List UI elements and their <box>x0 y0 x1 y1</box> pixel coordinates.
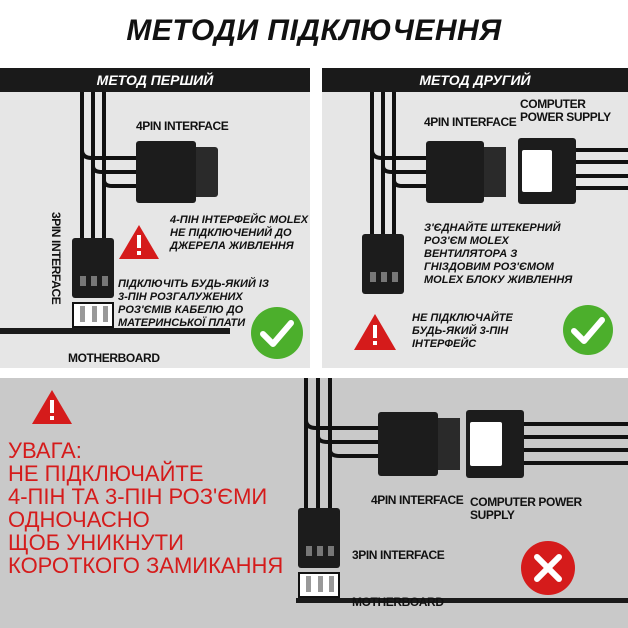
warning-line: УВАГА: <box>8 438 82 463</box>
warning-molex-tip <box>438 418 460 470</box>
method-two-connect-note: З'ЄДНАЙТЕ ШТЕКЕРНИЙ РОЗ'ЄМ MOLEX ВЕНТИЛЯ… <box>424 222 572 287</box>
warning-triangle-icon <box>354 314 396 350</box>
note-line: ПІДКЛЮЧІТЬ БУДЬ-ЯКИЙ ІЗ <box>118 278 269 290</box>
warning-motherboard-board <box>296 598 628 603</box>
warning-motherboard-pins <box>306 576 334 592</box>
note-line: З'ЄДНАЙТЕ ШТЕКЕРНИЙ <box>424 222 561 234</box>
note-line: НЕ ПІДКЛЮЧЕНИЙ ДО <box>170 227 292 239</box>
psu-label-line: COMPUTER <box>520 97 586 111</box>
method-one-motherboard-pins <box>80 306 108 322</box>
method-two-psu-label: COMPUTER POWER SUPPLY <box>520 98 611 124</box>
note-line: ІНТЕРФЕЙС <box>412 338 477 350</box>
warning-line: ЩОБ УНИКНУТИ <box>8 530 184 555</box>
warning-motherboard-label: MOTHERBOARD <box>352 595 444 609</box>
method-two-header: МЕТОД ДРУГИЙ <box>322 68 628 92</box>
method-one-motherboard-board <box>0 328 230 334</box>
method-one-molex-connector <box>136 141 196 203</box>
method-one-3pin-pins <box>80 276 108 286</box>
warning-psu-label: COMPUTER POWER SUPPLY <box>470 495 582 522</box>
warning-3pin-label: 3PIN INTERFACE <box>352 548 445 562</box>
method-one-molex-note: 4-ПІН ІНТЕРФЕЙС MOLEX НЕ ПІДКЛЮЧЕНИЙ ДО … <box>170 214 308 253</box>
note-line: РОЗ'ЄМІВ КАБЕЛЮ ДО <box>118 304 244 316</box>
warning-triangle-icon <box>32 390 72 424</box>
note-line: РОЗ'ЄМ MOLEX <box>424 235 509 247</box>
method-two-3pin-connector <box>362 234 404 294</box>
check-circle-icon <box>563 305 613 355</box>
method-one-motherboard-label: MOTHERBOARD <box>68 351 160 365</box>
note-line: МАТЕРИНСЬКОЇ ПЛАТИ <box>118 317 246 329</box>
warning-line: КОРОТКОГО ЗАМИКАННЯ <box>8 553 284 578</box>
method-two-molex-tip <box>484 147 506 197</box>
psu-label-line: POWER SUPPLY <box>520 110 611 124</box>
cross-circle-icon <box>521 541 575 595</box>
method-two-4pin-label: 4PIN INTERFACE <box>424 115 517 129</box>
method-one-3pin-connector <box>72 238 114 298</box>
warning-4pin-label: 4PIN INTERFACE <box>371 493 464 507</box>
note-line: НЕ ПІДКЛЮЧАЙТЕ <box>412 312 513 324</box>
method-two-psu-socket <box>522 150 552 192</box>
method-two-molex-connector <box>426 141 484 203</box>
note-line: ДЖЕРЕЛА ЖИВЛЕННЯ <box>170 240 294 252</box>
warning-text: УВАГА: НЕ ПІДКЛЮЧАЙТЕ 4-ПІН ТА 3-ПІН РОЗ… <box>8 439 283 577</box>
method-two-3pin-pins <box>370 272 398 282</box>
note-line: ВЕНТИЛЯТОРА З <box>424 248 518 260</box>
method-one-header: МЕТОД ПЕРШИЙ <box>0 68 310 92</box>
warning-3pin-connector <box>298 508 340 568</box>
warning-line: ОДНОЧАСНО <box>8 507 150 532</box>
warning-3pin-pins <box>306 546 334 556</box>
note-line: БУДЬ-ЯКИЙ 3-ПІН <box>412 325 509 337</box>
warning-line: 4-ПІН ТА 3-ПІН РОЗ'ЄМИ <box>8 484 268 509</box>
note-line: 4-ПІН ІНТЕРФЕЙС MOLEX <box>170 214 309 226</box>
warning-molex-connector <box>378 412 438 476</box>
warning-line: НЕ ПІДКЛЮЧАЙТЕ <box>8 461 204 486</box>
note-line: 3-ПІН РОЗГАЛУЖЕНИХ <box>118 291 243 303</box>
note-line: ГНІЗДОВИМ РОЗ'ЄМОМ <box>424 261 554 273</box>
warning-psu-socket <box>470 422 502 466</box>
method-one-molex-tip <box>196 147 218 197</box>
warning-triangle-icon <box>119 225 159 259</box>
method-two-no3pin-note: НЕ ПІДКЛЮЧАЙТЕ БУДЬ-ЯКИЙ 3-ПІН ІНТЕРФЕЙС <box>412 312 513 351</box>
method-one-3pin-note: ПІДКЛЮЧІТЬ БУДЬ-ЯКИЙ ІЗ 3-ПІН РОЗГАЛУЖЕН… <box>118 278 269 330</box>
note-line: MOLEX БЛОКУ ЖИВЛЕННЯ <box>424 274 573 286</box>
page-title: МЕТОДИ ПІДКЛЮЧЕННЯ <box>126 14 502 47</box>
check-circle-icon <box>251 307 303 359</box>
method-one-4pin-label: 4PIN INTERFACE <box>136 119 229 133</box>
